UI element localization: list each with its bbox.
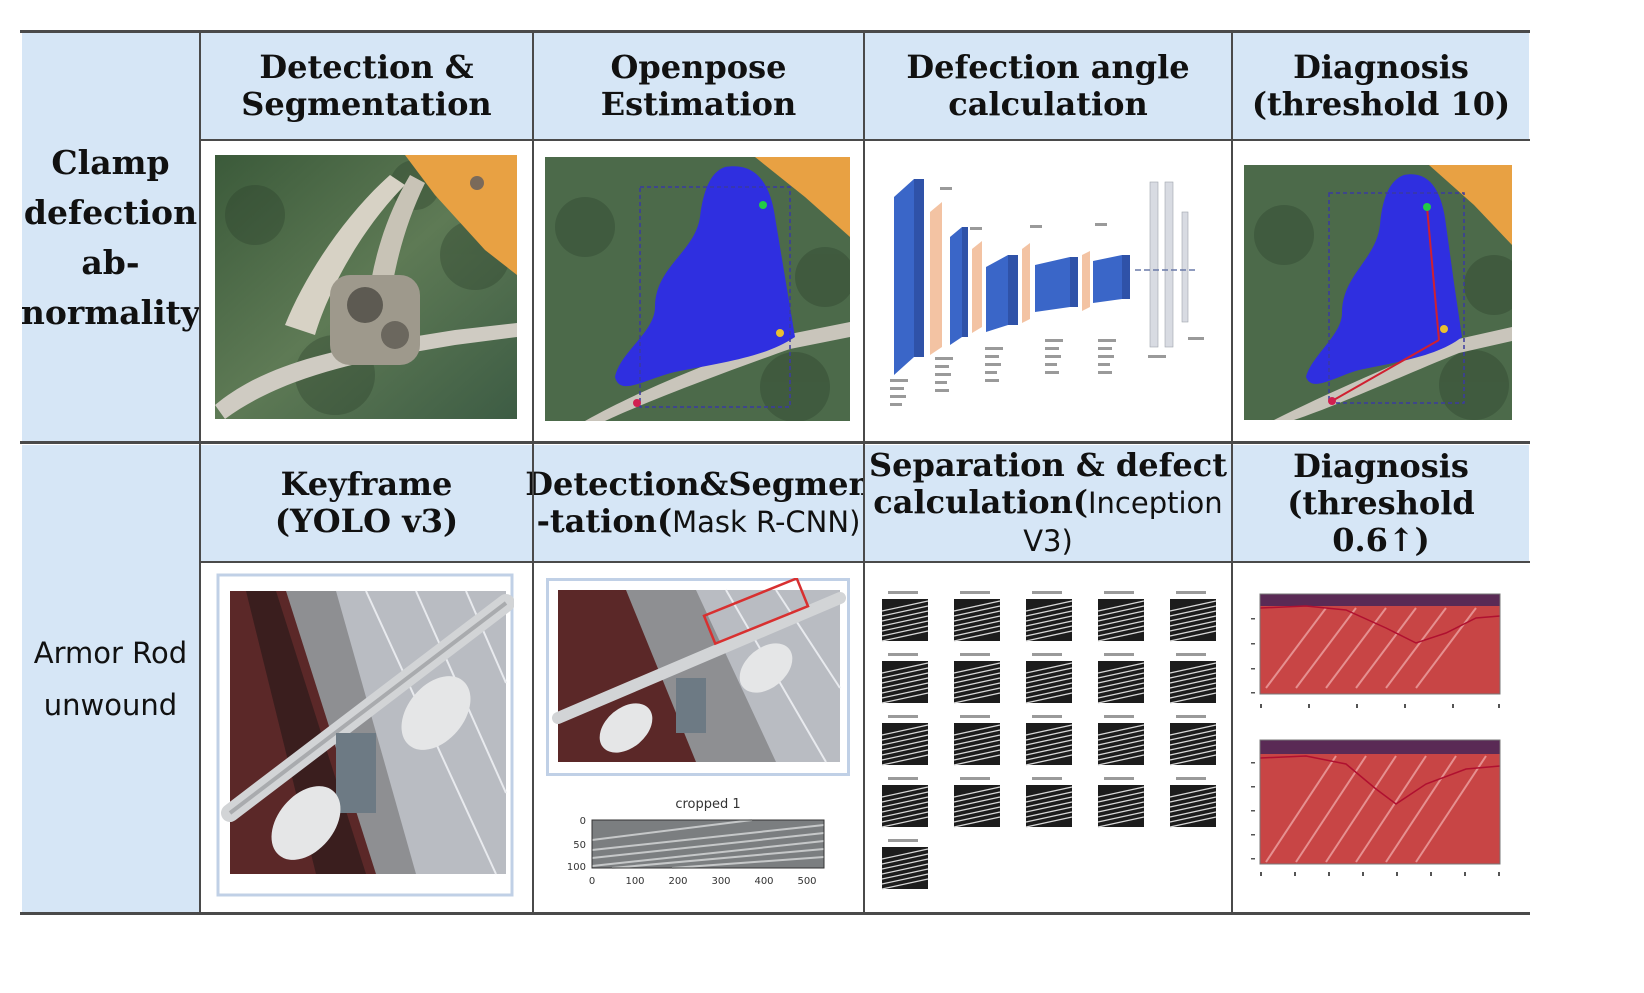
- patch-thumbnail: [1169, 715, 1217, 766]
- patch-thumbnail: [953, 653, 1001, 704]
- header-openpose-estimation: Openpose Estimation: [534, 33, 863, 139]
- patch-thumbnail: [1169, 653, 1217, 704]
- det-header-method: Mask R-CNN): [672, 504, 861, 539]
- cropped-ytick-1: 50: [573, 840, 586, 851]
- openpose-mask-image: [545, 157, 850, 421]
- patch-thumbnail: [881, 839, 929, 890]
- diagnosis-heatmap-top: [1246, 588, 1512, 712]
- cropped-ytick-0: 0: [580, 816, 586, 827]
- col-divider-1: [199, 30, 201, 915]
- patch-thumbnail: [1169, 591, 1217, 642]
- patch-thumbnail: [881, 591, 929, 642]
- patch-thumbnail: [1097, 777, 1145, 828]
- patch-thumbnail: [953, 715, 1001, 766]
- cropped-title: cropped 1: [675, 797, 740, 812]
- diagnosis-heatmap-bottom: [1246, 734, 1512, 884]
- patch-thumbnail: [1025, 591, 1073, 642]
- table-bottom-border: [20, 912, 1530, 915]
- cropped-plot: cropped 1 0 50 100 0 100 200 300 400 500: [552, 790, 842, 896]
- clamp-photo: [215, 155, 517, 419]
- patch-thumbnail: [1025, 777, 1073, 828]
- patch-thumbnail: [1169, 777, 1217, 828]
- row1-label: Clamp defection ab- normality: [21, 33, 200, 442]
- sep-header-line1: Separation & defect: [868, 445, 1227, 484]
- table-top-border: [20, 30, 1530, 33]
- col-divider-3: [863, 30, 865, 915]
- patch-thumbnail: [881, 653, 929, 704]
- cropped-xtick-0: 0: [589, 876, 595, 887]
- header-detection-segmentation: Detection & Segmentation: [201, 33, 532, 139]
- patch-thumbnail: [881, 777, 929, 828]
- det-header-line2: -tation(: [536, 501, 673, 540]
- mask-rcnn-detection-image: [546, 578, 850, 776]
- col-divider-4: [1231, 30, 1233, 915]
- patch-thumbnail: [953, 591, 1001, 642]
- patch-thumbnail: [1097, 653, 1145, 704]
- patch-thumbnail: [881, 715, 929, 766]
- cropped-xtick-3: 300: [711, 876, 730, 887]
- cropped-ytick-2: 100: [567, 862, 586, 873]
- header-diagnosis-threshold-10: Diagnosis (threshold 10): [1233, 33, 1529, 139]
- patch-thumbnail: [1025, 653, 1073, 704]
- sep-header-method: Inception V3): [1023, 485, 1223, 558]
- patch-thumbnail: [1097, 715, 1145, 766]
- det-header-line1: Detection&Segmen: [525, 464, 872, 503]
- cropped-xtick-1: 100: [625, 876, 644, 887]
- patch-thumbnail: [953, 777, 1001, 828]
- separated-patches-grid: [878, 585, 1220, 890]
- patch-thumbnail: [1025, 715, 1073, 766]
- cropped-xtick-2: 200: [668, 876, 687, 887]
- header-keyframe-yolo: Keyframe (YOLO v3): [201, 445, 532, 561]
- header-detection-mask-rcnn: Detection&Segmen-tation(Mask R-CNN): [525, 445, 872, 561]
- patch-thumbnail: [1097, 591, 1145, 642]
- diagnosis-clamp-image: [1244, 165, 1512, 420]
- cropped-xtick-4: 400: [754, 876, 773, 887]
- row2-label: Armor Rod unwound: [22, 445, 199, 913]
- col-divider-2: [532, 30, 534, 915]
- header-defection-angle: Defection angle calculation: [865, 33, 1231, 139]
- header-diagnosis-threshold-06: Diagnosis (threshold 0.6↑): [1233, 445, 1529, 561]
- keyframe-photo: [216, 573, 514, 897]
- cropped-xtick-5: 500: [797, 876, 816, 887]
- cnn-architecture-diagram: [880, 157, 1218, 427]
- sep-header-line2: calculation(: [873, 482, 1088, 521]
- row-divider: [20, 441, 1530, 444]
